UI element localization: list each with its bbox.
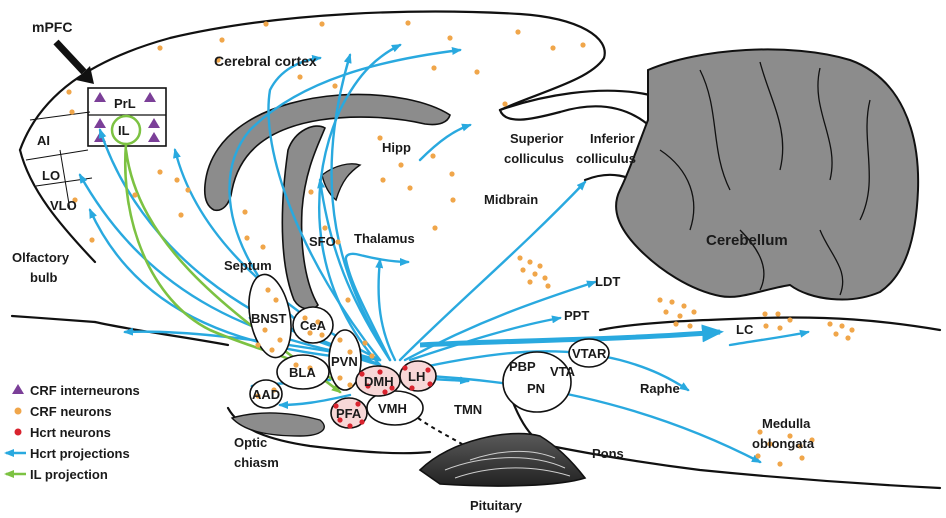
label-optic-2: chiasm <box>234 455 279 470</box>
label-ppt: PPT <box>564 308 589 323</box>
label-il: IL <box>118 123 130 138</box>
label-vlo: VLO <box>50 198 77 213</box>
legend-hcrt-projections: Hcrt projections <box>30 446 130 461</box>
hcrt-projections <box>78 43 810 464</box>
label-cerebellum: Cerebellum <box>706 232 788 249</box>
label-septum: Septum <box>224 258 272 273</box>
legend-hcrt-neurons: Hcrt neurons <box>30 425 111 440</box>
label-pn: PN <box>527 381 545 396</box>
label-ai: AI <box>37 133 50 148</box>
label-optic-1: Optic <box>234 435 267 450</box>
crf-neuron-dots <box>66 20 855 467</box>
label-prl: PrL <box>114 96 136 111</box>
label-inferior-1: Inferior <box>590 131 635 146</box>
label-mpfc: mPFC <box>32 19 72 35</box>
label-thalamus: Thalamus <box>354 231 415 246</box>
label-sfo: SFO <box>309 234 336 249</box>
label-midbrain: Midbrain <box>484 192 538 207</box>
legend: CRF interneurons CRF neurons Hcrt neuron… <box>4 383 140 482</box>
label-tmn: TMN <box>454 402 482 417</box>
pituitary <box>417 417 587 487</box>
label-olfactory-2: bulb <box>30 270 57 285</box>
label-cerebral-cortex: Cerebral cortex <box>214 53 317 69</box>
legend-crf-neuron-icon <box>14 407 22 415</box>
legend-hcrt-neuron-icon <box>14 428 22 436</box>
label-medulla-2: oblongata <box>752 436 815 451</box>
legend-crf-neurons: CRF neurons <box>30 404 112 419</box>
cortex-divisions <box>25 111 93 211</box>
label-lc: LC <box>736 322 754 337</box>
label-bnst: BNST <box>251 311 286 326</box>
optic-chiasm <box>230 412 325 437</box>
label-lo: LO <box>42 168 60 183</box>
legend-il-projection: IL projection <box>30 467 108 482</box>
legend-crf-interneuron-icon <box>12 384 24 394</box>
cerebellum <box>615 48 920 301</box>
label-pons: Pons <box>592 446 624 461</box>
label-aad: AAD <box>252 387 280 402</box>
label-pbp: PBP <box>509 359 536 374</box>
label-vta: VTA <box>550 364 576 379</box>
label-superior-2: colliculus <box>504 151 564 166</box>
label-pfa: PFA <box>336 406 362 421</box>
label-inferior-2: colliculus <box>576 151 636 166</box>
label-hipp: Hipp <box>382 140 411 155</box>
label-pituitary: Pituitary <box>470 498 523 513</box>
label-ldt: LDT <box>595 274 620 289</box>
label-vtar: VTAR <box>572 346 607 361</box>
label-superior-1: Superior <box>510 131 563 146</box>
label-bla: BLA <box>289 365 316 380</box>
label-vmh: VMH <box>378 401 407 416</box>
label-pvn: PVN <box>331 354 358 369</box>
mpfc-pointer-arrow <box>53 39 87 75</box>
labels: mPFC PrL IL AI LO VLO Olfactory bulb Cer… <box>12 19 815 513</box>
label-cea: CeA <box>300 318 327 333</box>
label-lh: LH <box>408 369 425 384</box>
label-medulla-1: Medulla <box>762 416 811 431</box>
corpus-callosum <box>203 93 451 310</box>
label-dmh: DMH <box>364 374 394 389</box>
legend-crf-interneurons: CRF interneurons <box>30 383 140 398</box>
label-raphe: Raphe <box>640 381 680 396</box>
label-olfactory-1: Olfactory <box>12 250 70 265</box>
hcrt-neuron-dots <box>333 365 433 429</box>
